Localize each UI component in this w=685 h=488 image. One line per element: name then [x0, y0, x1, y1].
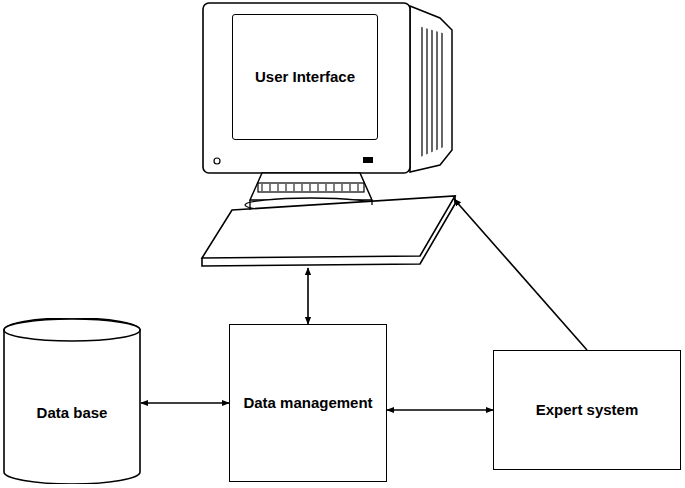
double-arrow: [141, 402, 229, 404]
process-box: Expert system: [493, 350, 681, 470]
node-label: Data management: [239, 394, 376, 412]
node-label: Data base: [33, 404, 112, 422]
database-cylinder: Data base: [3, 318, 141, 484]
monitor-screen: User Interface: [232, 14, 378, 140]
node-label: Expert system: [532, 401, 643, 419]
arrow: [454, 199, 587, 350]
node-label: User Interface: [251, 68, 359, 86]
cylinder-outline: [3, 318, 141, 484]
process-box: Data management: [229, 324, 387, 482]
double-arrow: [387, 409, 493, 411]
double-arrow: [307, 268, 309, 324]
